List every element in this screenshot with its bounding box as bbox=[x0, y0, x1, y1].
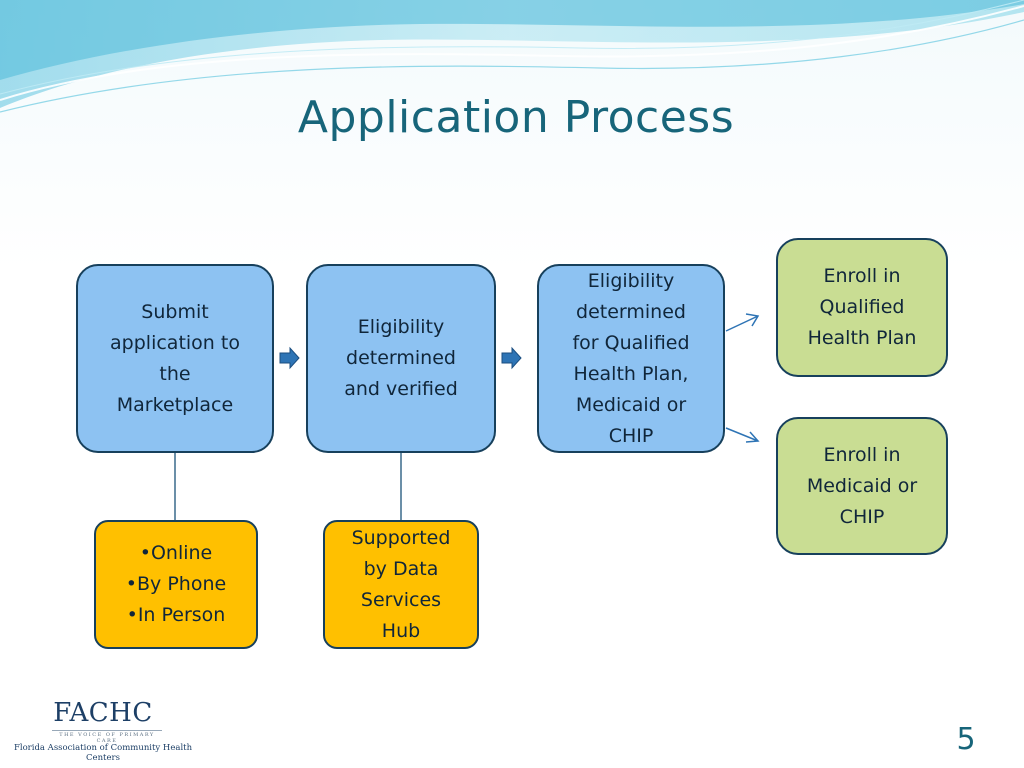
method-item: •Online bbox=[139, 542, 213, 564]
outcome-text-line: Medicaid or bbox=[806, 474, 918, 497]
logo-wordmark: FACHC bbox=[53, 698, 153, 728]
connector-line-verify bbox=[400, 452, 402, 522]
outcome-text-line: Enroll in bbox=[823, 443, 901, 466]
step-text-line: application to bbox=[110, 331, 240, 354]
outcome-text-line: CHIP bbox=[839, 505, 885, 528]
step-text-line: determined bbox=[576, 300, 686, 323]
step-text-line: Medicaid or bbox=[575, 393, 687, 416]
detail-text-line: Hub bbox=[381, 619, 421, 642]
step-text-line: the bbox=[159, 362, 191, 385]
detail-text-line: Supported bbox=[351, 526, 451, 549]
step-text-line: for Qualified bbox=[572, 331, 690, 354]
step-eligibility-plans: Eligibility determined for Qualified Hea… bbox=[537, 264, 725, 453]
outcome-enroll-qhp: Enroll in Qualified Health Plan bbox=[776, 238, 948, 377]
logo-tagline: THE VOICE OF PRIMARY CARE bbox=[52, 730, 162, 744]
step-text-line: Submit bbox=[141, 300, 209, 323]
step-text-line: CHIP bbox=[608, 424, 654, 447]
outcome-text-line: Health Plan bbox=[807, 327, 917, 349]
detail-text-line: Services bbox=[360, 588, 442, 611]
step-text-line: Eligibility bbox=[357, 316, 445, 338]
logo-full-name: Florida Association of Community Health … bbox=[13, 743, 193, 763]
branch-arrow-up-icon bbox=[725, 313, 760, 332]
right-arrow-icon bbox=[279, 346, 300, 370]
step-submit-application: Submit application to the Marketplace bbox=[76, 264, 274, 453]
step-text-line: and verified bbox=[344, 378, 458, 400]
wave-decoration bbox=[0, 0, 1024, 113]
fachc-logo: FACHC THE VOICE OF PRIMARY CARE Florida … bbox=[6, 696, 200, 763]
step-eligibility-verified: Eligibility determined and verified bbox=[306, 264, 496, 453]
step-text-line: determined bbox=[346, 347, 456, 369]
step-text-line: Marketplace bbox=[116, 393, 234, 416]
slide-title: Application Process bbox=[297, 92, 735, 143]
method-item: •By Phone bbox=[125, 573, 227, 595]
detail-application-methods: •Online •By Phone •In Person bbox=[94, 520, 258, 649]
outcome-text-line: Enroll in bbox=[823, 265, 901, 287]
method-item: •In Person bbox=[126, 604, 226, 626]
right-arrow-icon bbox=[501, 346, 522, 370]
detail-text-line: by Data bbox=[363, 557, 439, 580]
step-text-line: Eligibility bbox=[587, 269, 675, 292]
outcome-enroll-medicaid: Enroll in Medicaid or CHIP bbox=[776, 417, 948, 555]
detail-data-services-hub: Supported by Data Services Hub bbox=[323, 520, 479, 649]
outcome-text-line: Qualified bbox=[819, 296, 905, 318]
step-text-line: Health Plan, bbox=[573, 362, 689, 385]
connector-line-submit bbox=[174, 452, 176, 522]
branch-arrow-down-icon bbox=[725, 427, 760, 443]
page-number: 5 bbox=[956, 722, 976, 757]
